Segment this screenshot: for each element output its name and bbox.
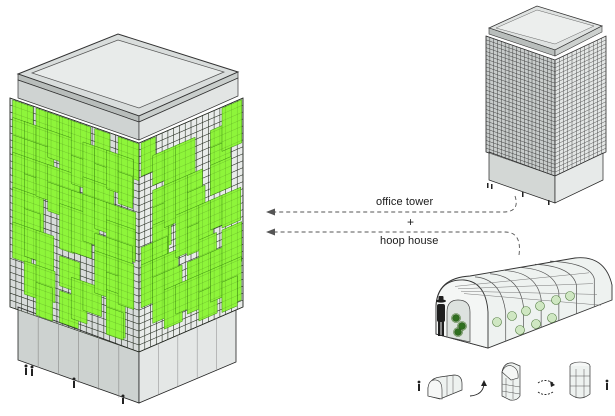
office-tower-illustration bbox=[485, 5, 607, 205]
hoop-house-label: hoop house bbox=[380, 235, 439, 247]
plus-label: + bbox=[407, 215, 415, 229]
office-tower-label: office tower bbox=[376, 196, 434, 208]
hoop-house-illustration bbox=[435, 257, 613, 349]
big-tower-with-green-facade bbox=[9, 33, 244, 404]
hoop-rotation-sequence bbox=[417, 361, 609, 401]
connector-arrows bbox=[266, 195, 520, 256]
